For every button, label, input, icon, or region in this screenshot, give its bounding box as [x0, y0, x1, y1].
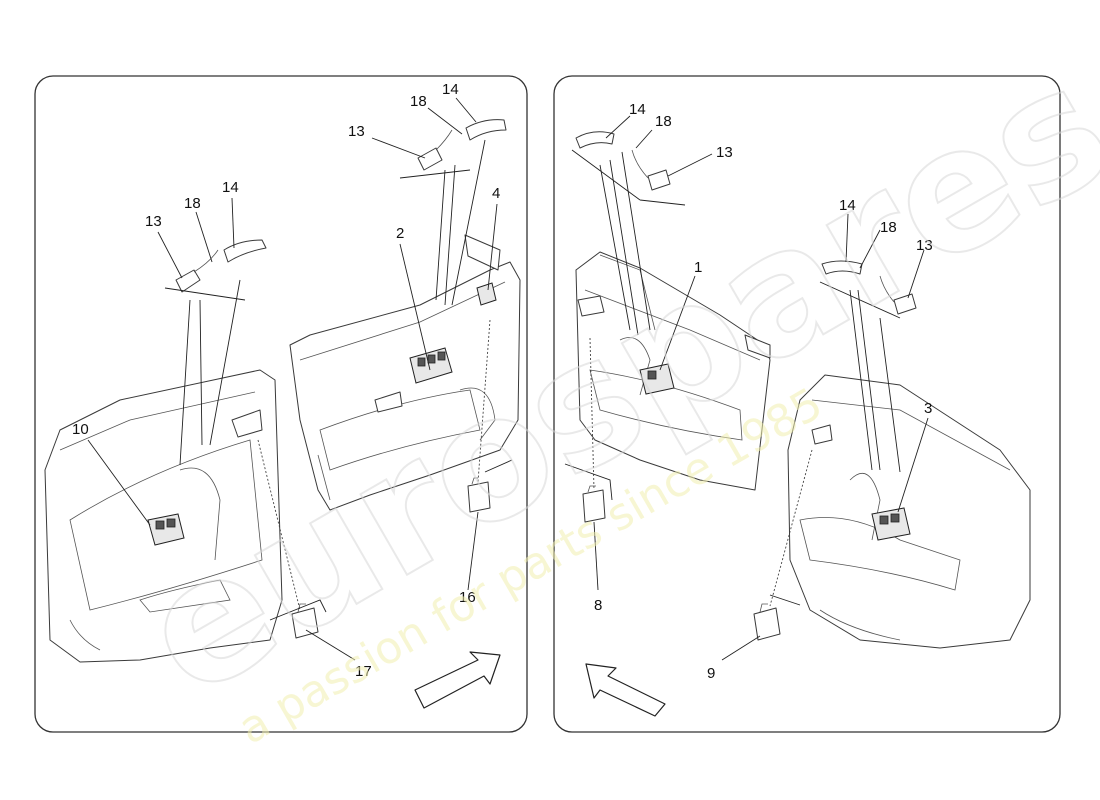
- window-switch-2: [409, 347, 453, 384]
- bracket-lines-left: [269, 459, 513, 621]
- right-panel-rear-doors: 1 3 8 9 14 18 13 14 18 13: [553, 75, 1061, 733]
- leader-18-left-a: [195, 211, 213, 263]
- callout-16: 16: [459, 589, 476, 606]
- courtesy-light-13-right-b: [879, 275, 917, 315]
- leader-1: [659, 275, 696, 371]
- leader-16: [467, 511, 479, 591]
- callout-13-left-a: 13: [145, 213, 162, 230]
- routing-line-8: [589, 337, 595, 491]
- window-switch-10: [147, 513, 185, 546]
- courtesy-light-13-left-a: [175, 249, 219, 293]
- leader-18-left-b: [427, 107, 463, 135]
- courtesy-light-13-right-a: [631, 149, 671, 191]
- leader-8: [593, 521, 599, 591]
- door-panel-left-outer: [44, 369, 283, 663]
- leader-17: [305, 629, 356, 661]
- callout-18-left-a: 18: [184, 195, 201, 212]
- explode-lines-left-b: [435, 139, 486, 306]
- control-unit-9: [753, 603, 781, 641]
- left-panel-front-doors: 2 4 10 13 18 14 13 18 14 16 17: [34, 75, 528, 733]
- callout-13-right-a: 13: [716, 144, 733, 161]
- door-panel-right-inner: [575, 251, 771, 491]
- callout-18-right-b: 18: [880, 219, 897, 236]
- leader-13-left-a: [157, 231, 183, 279]
- callout-18-right-a: 18: [655, 113, 672, 130]
- leader-3: [897, 417, 929, 513]
- leader-9: [721, 635, 761, 661]
- explode-lines-left-a: [179, 279, 241, 466]
- leader-10: [87, 439, 151, 526]
- leader-14-right-a: [605, 115, 631, 139]
- door-panel-right-outer: [787, 374, 1031, 649]
- routing-line-16: [477, 319, 491, 483]
- callout-14-left-a: 14: [222, 179, 239, 196]
- leader-18-right-b: [859, 229, 881, 269]
- explode-lines-right-b: [849, 289, 901, 473]
- callout-8: 8: [594, 597, 602, 614]
- light-guide-14-left-a: [223, 239, 267, 263]
- callout-10: 10: [72, 421, 89, 438]
- leader-2: [399, 243, 431, 371]
- callout-2: 2: [396, 225, 404, 242]
- callout-14-right-a: 14: [629, 101, 646, 118]
- callout-14-left-b: 14: [442, 81, 459, 98]
- routing-line-9: [769, 449, 813, 607]
- callout-9: 9: [707, 665, 715, 682]
- bracket-lines-right: [564, 463, 801, 606]
- leader-13-right-b: [907, 249, 925, 299]
- control-unit-17: [291, 603, 319, 639]
- mount-lines-right: [571, 149, 901, 319]
- callout-3: 3: [924, 400, 932, 417]
- callout-1: 1: [694, 259, 702, 276]
- leader-14-right-b: [845, 213, 849, 263]
- callout-14-right-b: 14: [839, 197, 856, 214]
- courtesy-light-13-left-b: [417, 129, 453, 171]
- mirror-switch-4: [476, 282, 497, 306]
- callout-17: 17: [355, 663, 372, 680]
- direction-arrow-icon: [585, 663, 666, 717]
- leader-14-left-a: [231, 197, 235, 249]
- leader-4: [487, 203, 498, 291]
- leader-14-left-b: [455, 97, 477, 123]
- mount-lines-left: [164, 169, 471, 301]
- direction-arrow-icon: [414, 651, 501, 709]
- window-switch-3: [871, 507, 911, 541]
- window-switch-1: [639, 363, 675, 395]
- control-unit-16: [467, 477, 491, 513]
- leader-18-right-a: [635, 129, 653, 149]
- routing-line-17: [257, 439, 301, 611]
- callout-18-left-b: 18: [410, 93, 427, 110]
- callout-13-left-b: 13: [348, 123, 365, 140]
- light-guide-14-right-a: [575, 131, 615, 149]
- light-guide-14-right-b: [821, 260, 863, 275]
- callout-4: 4: [492, 185, 500, 202]
- light-guide-14-left-b: [465, 119, 507, 141]
- leader-13-right-a: [667, 153, 713, 177]
- explode-lines-right-a: [599, 151, 651, 336]
- callout-13-right-b: 13: [916, 237, 933, 254]
- leader-13-left-b: [371, 137, 426, 159]
